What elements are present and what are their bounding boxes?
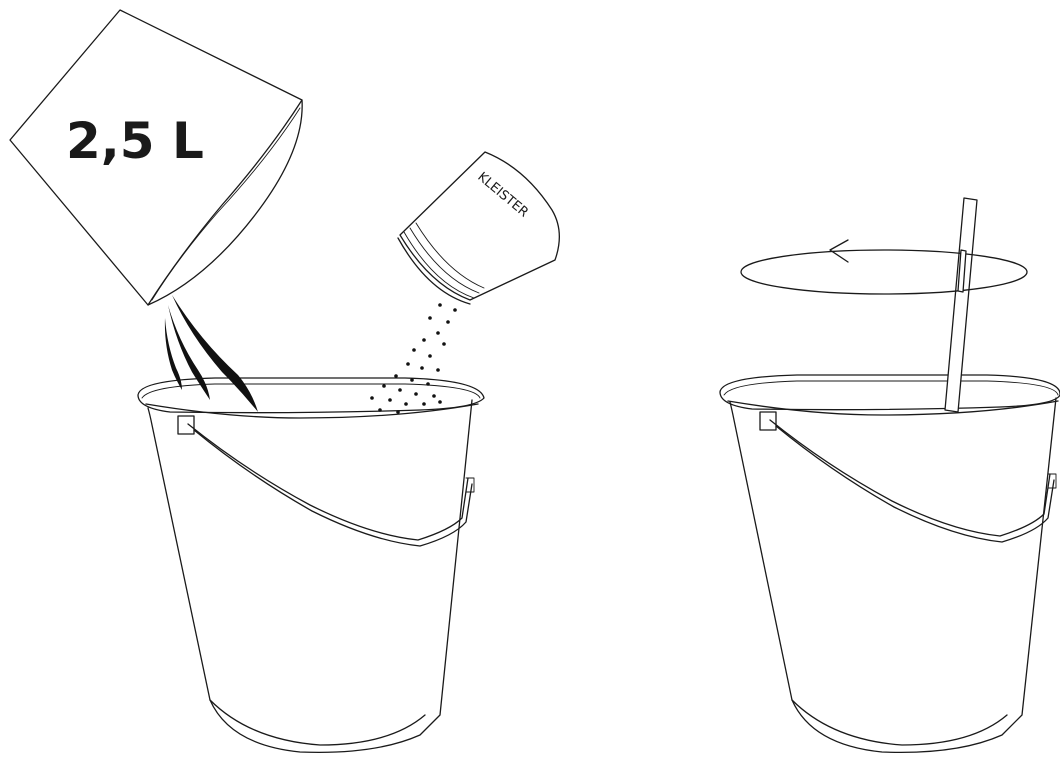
stir-rotation-indicator: [741, 240, 1027, 294]
powder-dot: [422, 402, 426, 406]
powder-dot: [404, 402, 408, 406]
powder-dot: [388, 398, 392, 402]
powder-dot: [414, 392, 418, 396]
right-bucket: [720, 375, 1060, 752]
powder-dot: [370, 396, 374, 400]
powder-dot: [446, 320, 450, 324]
powder-dot: [432, 394, 436, 398]
powder-dot: [453, 308, 457, 312]
left-step-group: 2,5 L KLEISTER: [10, 10, 559, 752]
powder-dot: [428, 316, 432, 320]
left-bucket: [138, 378, 484, 752]
paste-powder: [370, 303, 457, 414]
powder-dot: [412, 348, 416, 352]
powder-dot: [436, 331, 440, 335]
powder-dot: [436, 368, 440, 372]
paste-can-label: KLEISTER: [474, 170, 531, 221]
powder-dot: [438, 400, 442, 404]
powder-dot: [406, 362, 410, 366]
powder-dot: [426, 382, 430, 386]
paste-can: KLEISTER: [398, 152, 559, 304]
powder-dot: [396, 410, 400, 414]
powder-dot: [442, 342, 446, 346]
powder-dot: [438, 303, 442, 307]
powder-dot: [422, 338, 426, 342]
powder-dot: [428, 354, 432, 358]
right-step-group: [720, 198, 1060, 752]
water-stream: [165, 295, 258, 412]
powder-dot: [382, 384, 386, 388]
volume-label: 2,5 L: [66, 112, 204, 170]
water-jug: 2,5 L: [10, 10, 302, 305]
powder-dot: [420, 366, 424, 370]
stirring-stick: [945, 198, 977, 412]
powder-dot: [410, 378, 414, 382]
powder-dot: [398, 388, 402, 392]
powder-dot: [378, 408, 382, 412]
powder-dot: [394, 374, 398, 378]
